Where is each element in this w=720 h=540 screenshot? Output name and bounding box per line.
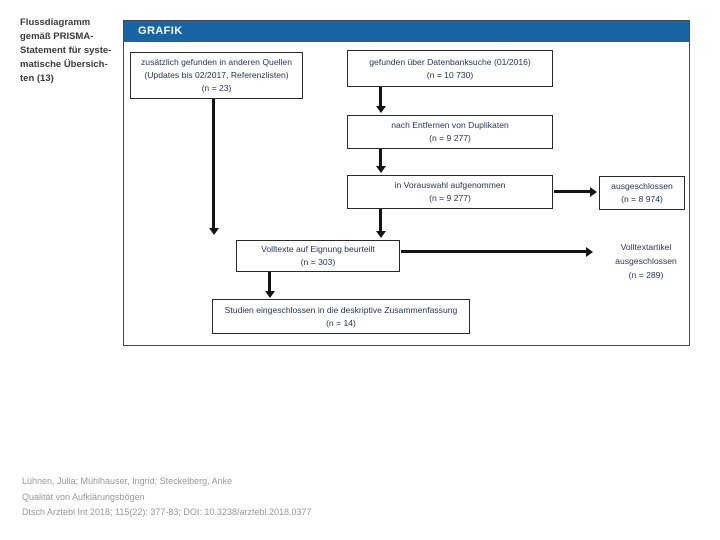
figure-margin-note: Flussdiagramm gemäß PRISMA- Statement fü… [20,17,112,84]
box-text-line: (n = 23) [201,83,232,93]
citation-authors: Lühnen, Julia; Mühlhauser, Ingrid; Steck… [22,476,233,486]
box-database-search: gefunden über Datenbanksuche (01/2016) (… [347,50,553,87]
arrow-screened-to-excluded [554,190,590,193]
label-text-line: (n = 289) [628,270,664,280]
box-fulltext-assessed: Volltexte auf Eignung beurteilt (n = 303… [236,240,400,272]
box-excluded-screening: ausgeschlossen (n = 8 974) [599,176,685,210]
label-fulltext-excluded: Volltextartikel ausgeschlossen (n = 289) [596,237,696,285]
box-text-line: (n = 9 277) [429,133,471,143]
label-text-line: Volltextartikel [620,242,672,252]
arrow-other-sources-down [212,99,215,228]
box-text-line: in Vorauswahl aufgenommen [394,180,506,190]
label-text-line: ausgeschlossen [615,256,677,266]
box-text-line: (Updates bis 02/2017, Referenzlisten) [144,70,289,80]
box-text-line: (n = 14) [326,317,356,328]
box-text-line: Volltexte auf Eignung beurteilt [261,244,375,254]
panel-header-grafik: GRAFIK [124,21,689,42]
box-after-duplicates: nach Entfernen von Duplikaten (n = 9 277… [347,115,553,149]
arrow-duplicates-to-screened [379,149,382,166]
citation-block: Lühnen, Julia; Mühlhauser, Ingrid; Steck… [22,474,442,521]
box-included: Studien eingeschlossen in die deskriptiv… [212,299,470,334]
citation-reference: Dtsch Arztebl Int 2018; 115(22): 377-83;… [22,507,312,517]
box-text-line: (n = 8 974) [621,194,663,204]
box-other-sources: zusätzlich gefunden in anderen Quellen (… [130,52,303,99]
arrow-fulltext-to-excluded [401,250,586,253]
box-text-line: (n = 9 277) [429,193,471,203]
box-text-line: zusätzlich gefunden in anderen Quellen [141,57,292,67]
box-screened: in Vorauswahl aufgenommen (n = 9 277) [347,175,553,209]
arrow-database-to-duplicates [379,87,382,106]
citation-title: Qualität von Aufklärungsbögen [22,491,145,502]
box-text-line: (n = 10 730) [426,69,474,80]
arrow-screened-to-fulltext [379,209,382,231]
box-text-line: nach Entfernen von Duplikaten [391,120,509,130]
box-text-line: (n = 303) [300,257,336,267]
box-text-line: ausgeschlossen [611,181,673,191]
arrow-fulltext-to-included [268,272,271,291]
box-text-line: gefunden über Datenbanksuche (01/2016) [369,56,531,67]
box-text-line: Studien eingeschlossen in die deskriptiv… [224,304,458,315]
